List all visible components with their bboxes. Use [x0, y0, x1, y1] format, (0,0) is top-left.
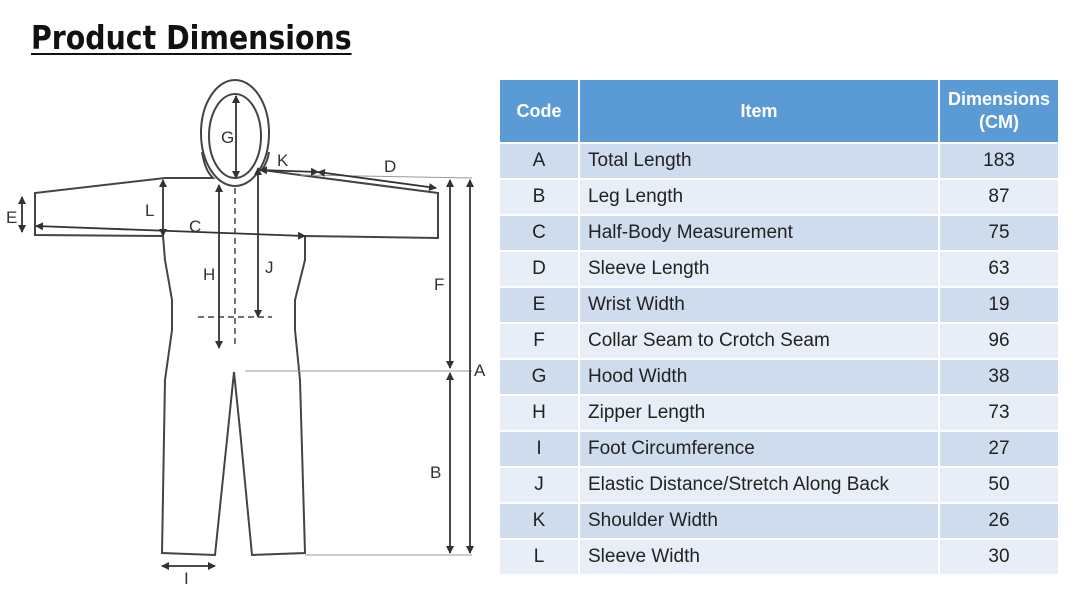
table-row: F Collar Seam to Crotch Seam 96 [500, 322, 1058, 359]
cell-code: E [500, 286, 580, 323]
page-title: Product Dimensions [31, 18, 352, 57]
label-i: I [184, 569, 189, 585]
label-a: A [474, 361, 486, 380]
header-dimensions-line1: Dimensions [947, 89, 1051, 109]
cell-dimensions: 183 [939, 142, 1058, 179]
table-row: B Leg Length 87 [500, 178, 1058, 215]
label-e: E [6, 208, 17, 227]
cell-code: I [500, 430, 580, 467]
table-row: J Elastic Distance/Stretch Along Back 50 [500, 466, 1058, 503]
cell-item: Hood Width [579, 358, 940, 395]
cell-item: Total Length [579, 142, 940, 179]
cell-item: Sleeve Width [579, 538, 940, 574]
cell-item: Shoulder Width [579, 502, 940, 539]
table-header-row: Code Item Dimensions (CM) [500, 80, 1058, 143]
cell-item: Leg Length [579, 178, 940, 215]
cell-dimensions: 87 [939, 178, 1058, 215]
cell-code: F [500, 322, 580, 359]
cell-item: Half-Body Measurement [579, 214, 940, 251]
coverall-dimension-diagram: A B C D E F G H I J K L [0, 75, 500, 585]
label-f: F [434, 275, 444, 294]
label-b: B [430, 463, 441, 482]
cell-code: A [500, 142, 580, 179]
dimensions-table: Code Item Dimensions (CM) A Total Length… [500, 80, 1058, 574]
table-row: I Foot Circumference 27 [500, 430, 1058, 467]
cell-item: Sleeve Length [579, 250, 940, 287]
cell-dimensions: 19 [939, 286, 1058, 323]
cell-code: B [500, 178, 580, 215]
label-l: L [145, 201, 154, 220]
cell-item: Elastic Distance/Stretch Along Back [579, 466, 940, 503]
label-h: H [203, 265, 215, 284]
cell-item: Zipper Length [579, 394, 940, 431]
table-row: G Hood Width 38 [500, 358, 1058, 395]
cell-code: C [500, 214, 580, 251]
cell-dimensions: 38 [939, 358, 1058, 395]
cell-code: G [500, 358, 580, 395]
table-row: C Half-Body Measurement 75 [500, 214, 1058, 251]
cell-item: Foot Circumference [579, 430, 940, 467]
table-row: K Shoulder Width 26 [500, 502, 1058, 539]
header-item: Item [579, 80, 940, 143]
cell-dimensions: 75 [939, 214, 1058, 251]
table-row: A Total Length 183 [500, 142, 1058, 179]
table-row: D Sleeve Length 63 [500, 250, 1058, 287]
cell-code: K [500, 502, 580, 539]
cell-dimensions: 96 [939, 322, 1058, 359]
header-dimensions: Dimensions (CM) [939, 80, 1058, 143]
table-row: L Sleeve Width 30 [500, 538, 1058, 574]
cell-dimensions: 26 [939, 502, 1058, 539]
label-k: K [277, 151, 289, 170]
cell-dimensions: 30 [939, 538, 1058, 574]
cell-code: D [500, 250, 580, 287]
cell-item: Wrist Width [579, 286, 940, 323]
cell-code: H [500, 394, 580, 431]
cell-code: J [500, 466, 580, 503]
header-dimensions-line2: (CM) [979, 112, 1019, 132]
table-row: E Wrist Width 19 [500, 286, 1058, 323]
table-row: H Zipper Length 73 [500, 394, 1058, 431]
label-j: J [265, 258, 274, 277]
header-code: Code [500, 80, 580, 143]
dimension-arrows [18, 95, 474, 570]
label-d: D [384, 157, 396, 176]
cell-dimensions: 63 [939, 250, 1058, 287]
label-c: C [189, 217, 201, 236]
cell-code: L [500, 538, 580, 574]
cell-dimensions: 27 [939, 430, 1058, 467]
cell-dimensions: 73 [939, 394, 1058, 431]
label-g: G [221, 128, 234, 147]
cell-dimensions: 50 [939, 466, 1058, 503]
cell-item: Collar Seam to Crotch Seam [579, 322, 940, 359]
